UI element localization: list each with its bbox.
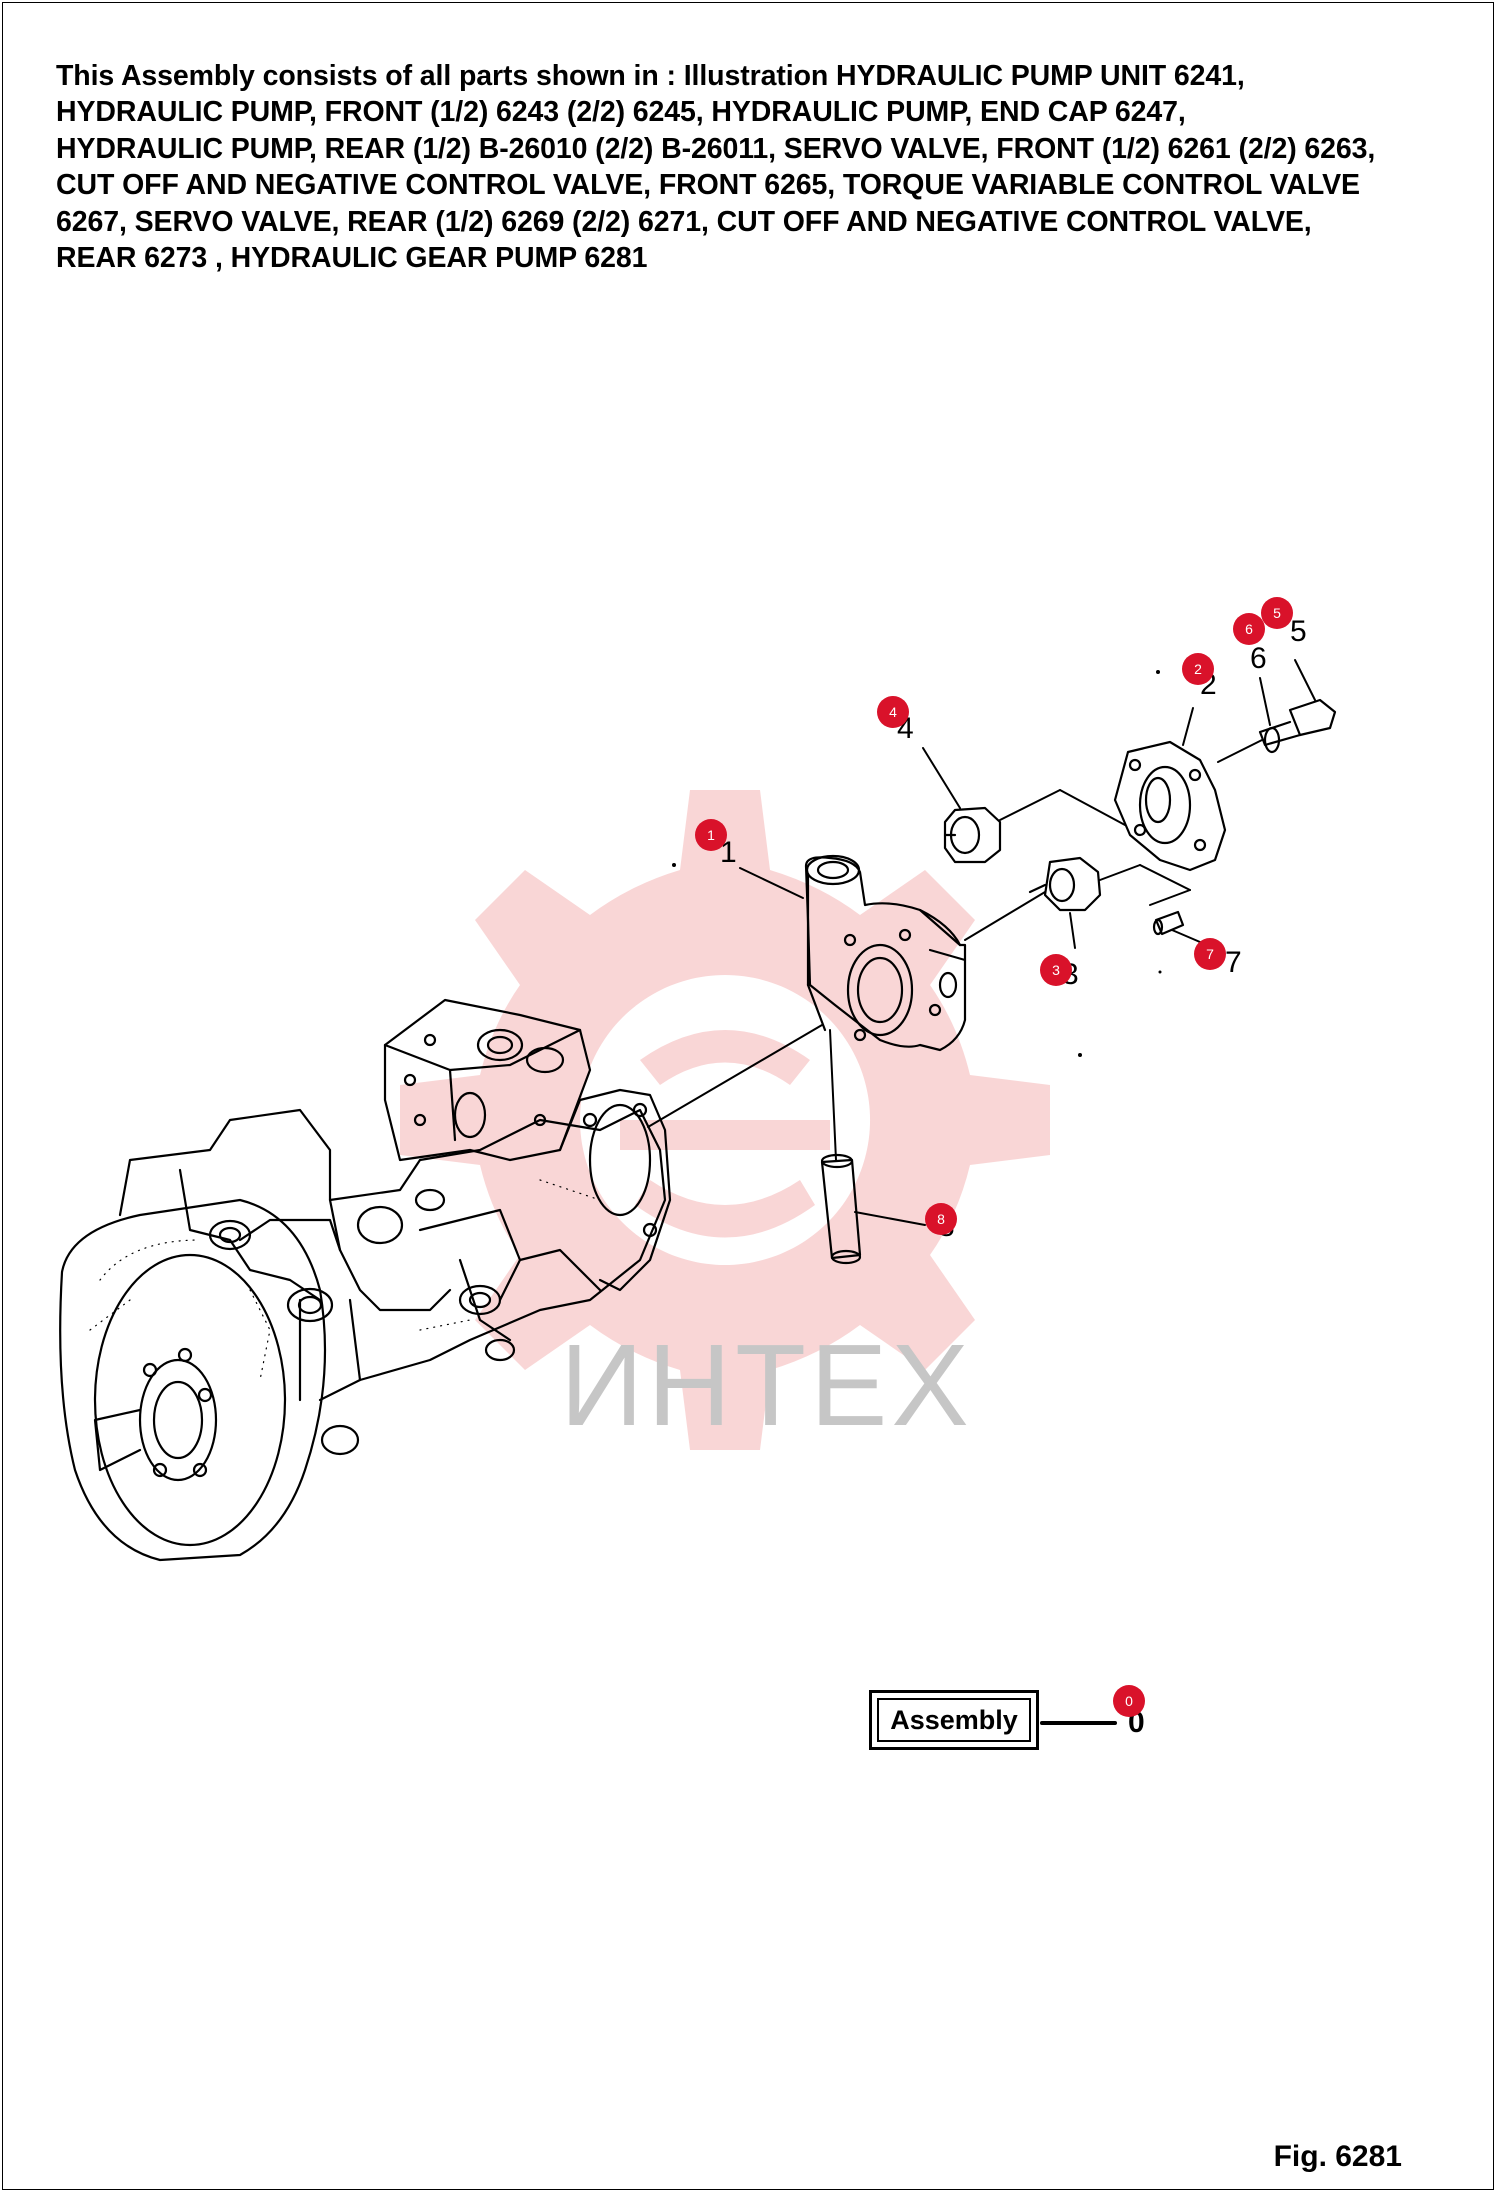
part-4-gear bbox=[943, 806, 1002, 864]
description-line: REAR 6273 , HYDRAULIC GEAR PUMP 6281 bbox=[56, 242, 648, 275]
figure-label: Fig. 6281 bbox=[1273, 2140, 1402, 2173]
part-5-bolt bbox=[1258, 698, 1337, 747]
part-2-cover-plate bbox=[1113, 740, 1227, 872]
description-line: 6267, SERVO VALVE, REAR (1/2) 6269 (2/2)… bbox=[56, 205, 1312, 238]
part-6-washer bbox=[1263, 726, 1281, 754]
callout-marker-5[interactable]: 5 bbox=[1261, 597, 1293, 629]
part-number-5: 5 bbox=[1290, 615, 1307, 648]
part-7-pin bbox=[1152, 910, 1185, 936]
leader-lines bbox=[647, 659, 1316, 1725]
description-line: HYDRAULIC PUMP, FRONT (1/2) 6243 (2/2) 6… bbox=[56, 96, 1186, 129]
watermark-gear-icon bbox=[400, 790, 1050, 1450]
hydraulic-pump-unit bbox=[59, 998, 672, 1562]
assembly-label-box: Assembly bbox=[869, 1690, 1039, 1750]
stray-marks bbox=[672, 670, 1162, 1057]
part-3-gear bbox=[1028, 856, 1102, 912]
callout-marker-8[interactable]: 8 bbox=[925, 1203, 957, 1235]
callout-marker-3[interactable]: 3 bbox=[1040, 954, 1072, 986]
part-1-gear-pump-body bbox=[804, 854, 967, 1052]
part-number-1: 1 bbox=[720, 836, 737, 869]
callout-marker-0[interactable]: 0 bbox=[1113, 1685, 1145, 1717]
callout-marker-7[interactable]: 7 bbox=[1194, 938, 1226, 970]
description-line: CUT OFF AND NEGATIVE CONTROL VALVE, FRON… bbox=[56, 169, 1360, 202]
part-number-7: 7 bbox=[1225, 946, 1242, 979]
part-number-6: 6 bbox=[1250, 642, 1267, 675]
part-8-sleeve bbox=[820, 1153, 862, 1265]
callout-marker-4[interactable]: 4 bbox=[877, 696, 909, 728]
callout-marker-2[interactable]: 2 bbox=[1182, 653, 1214, 685]
callout-marker-1[interactable]: 1 bbox=[695, 819, 727, 851]
assembly-label: Assembly bbox=[877, 1698, 1031, 1742]
assembly-description: This Assembly consists of all parts show… bbox=[56, 58, 1456, 276]
watermark-text: ИНТЕХ bbox=[560, 1320, 973, 1450]
description-line: This Assembly consists of all parts show… bbox=[56, 60, 1245, 92]
callout-marker-6[interactable]: 6 bbox=[1233, 613, 1265, 645]
description-line: HYDRAULIC PUMP, REAR (1/2) B-26010 (2/2)… bbox=[56, 132, 1376, 165]
